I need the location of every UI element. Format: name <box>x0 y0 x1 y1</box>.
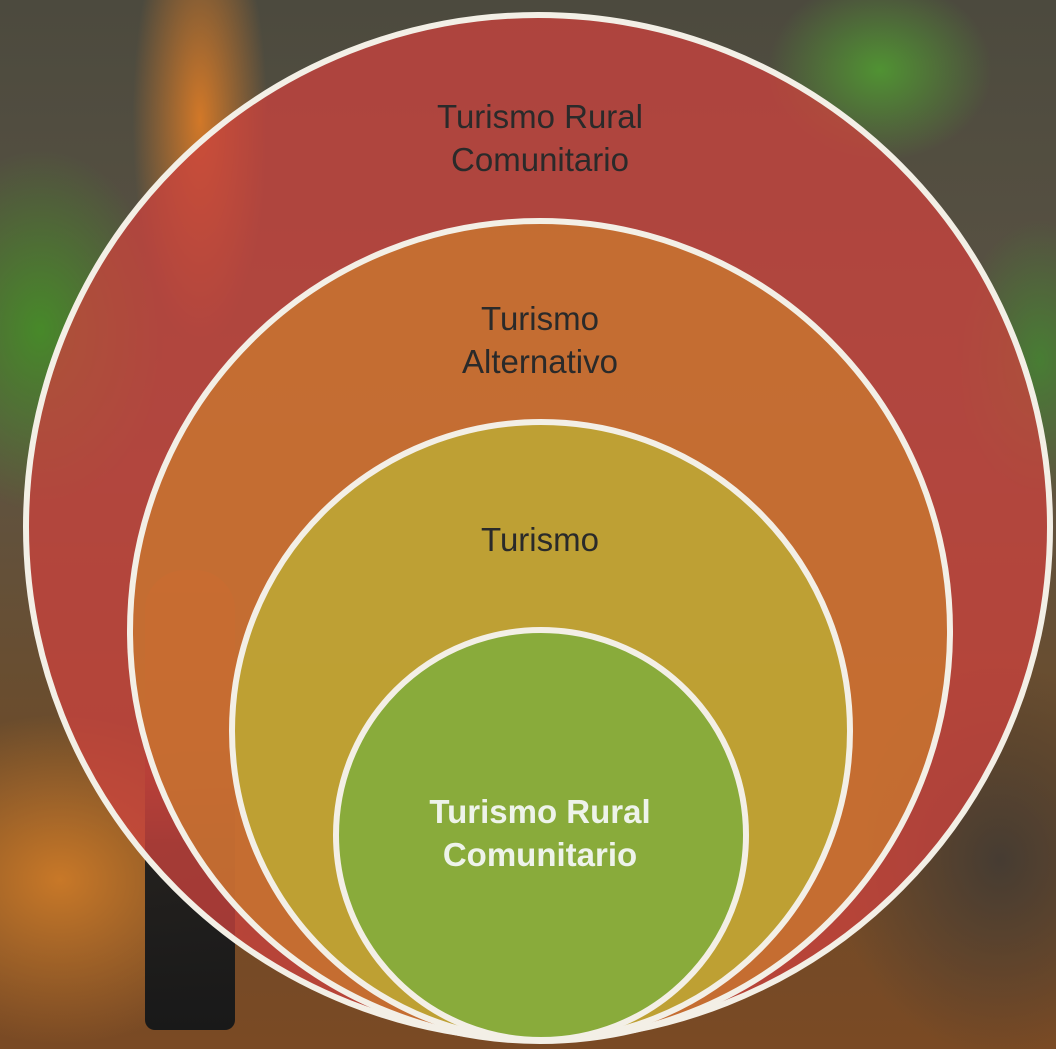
second-circle-label: Turismo Alternativo <box>462 298 618 384</box>
third-circle-label-line1: Turismo <box>481 521 599 558</box>
outer-circle-label: Turismo Rural Comunitario <box>437 96 643 182</box>
inner-circle-label-line1: Turismo Rural <box>429 793 651 830</box>
inner-circle-label-line2: Comunitario <box>442 835 638 873</box>
second-circle-label-line2: Alternativo <box>462 342 618 380</box>
third-circle-label: Turismo <box>481 519 599 562</box>
outer-circle-label-line1: Turismo Rural <box>437 98 643 135</box>
outer-circle-label-line2: Comunitario <box>451 140 629 178</box>
second-circle-label-line1: Turismo <box>481 300 599 337</box>
inner-circle-label: Turismo Rural Comunitario <box>429 791 650 877</box>
inner-circle <box>333 627 749 1043</box>
